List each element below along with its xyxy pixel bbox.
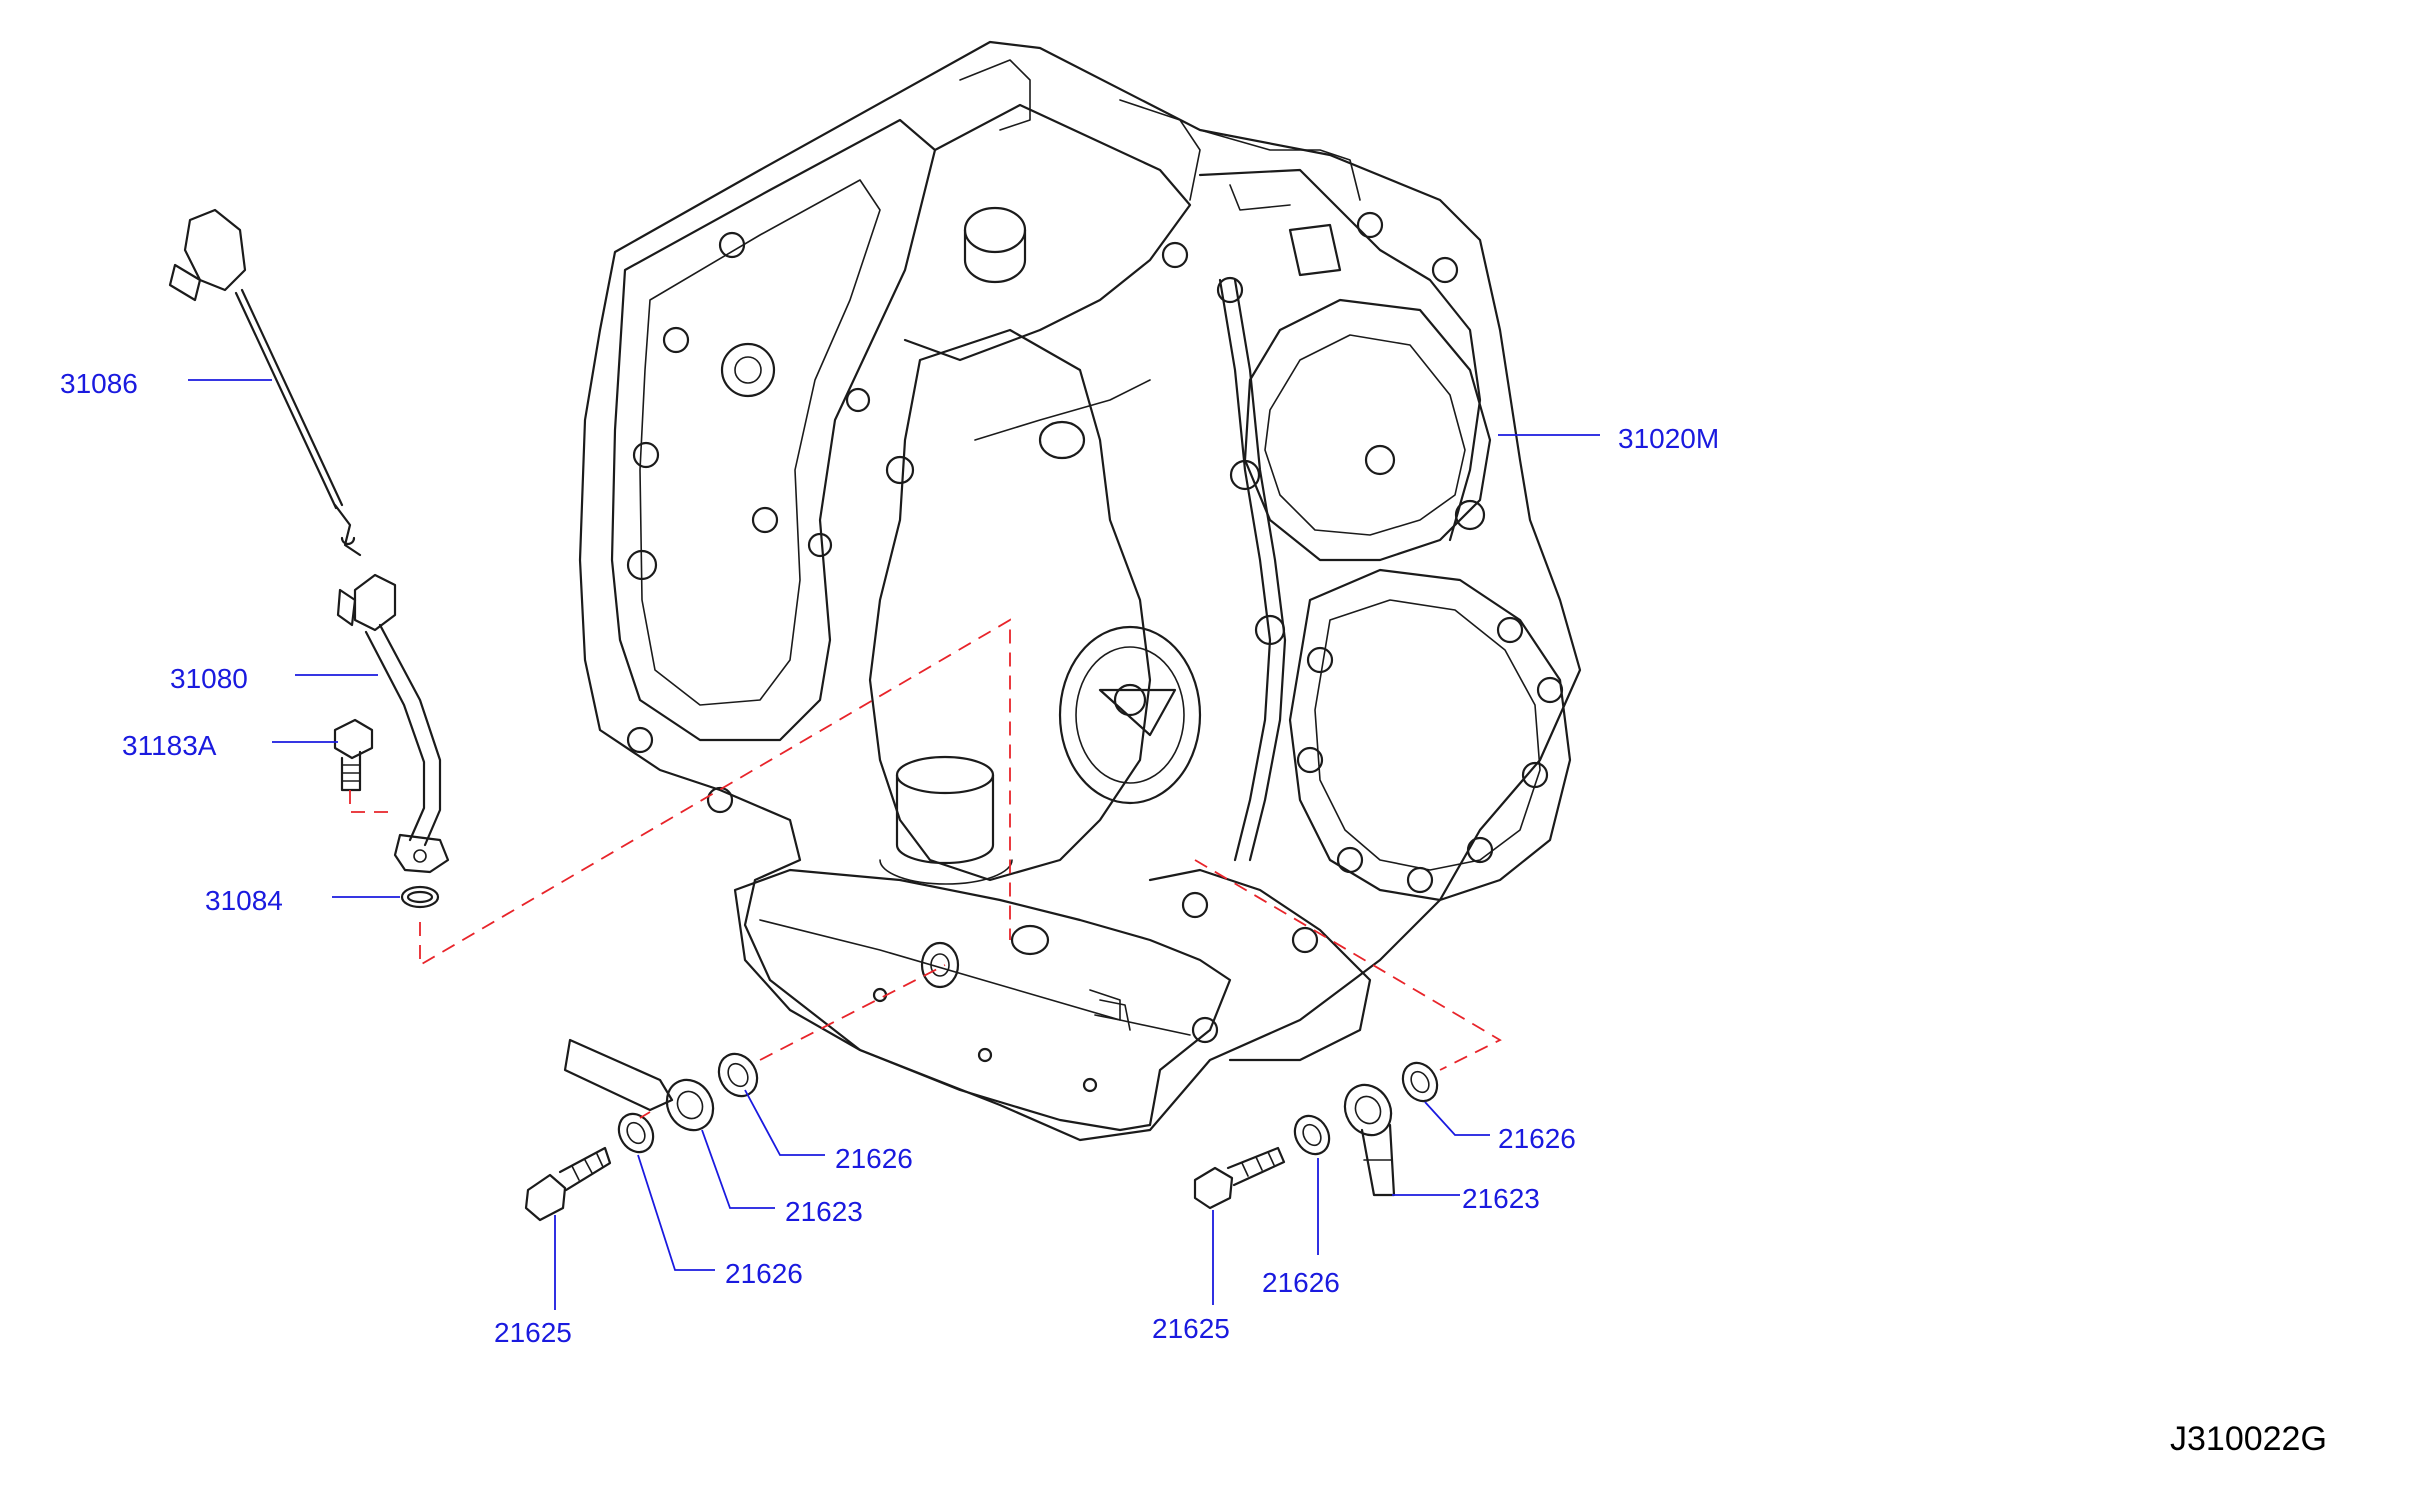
- banjo-bolt-21625-left: [524, 1146, 612, 1222]
- transmission-assembly: [578, 40, 1582, 1142]
- callout-leaders: [188, 379, 1600, 1310]
- callout-31084: 31084: [205, 885, 283, 916]
- callout-21626-a: 21626: [835, 1143, 913, 1174]
- callout-21626-d: 21626: [1262, 1267, 1340, 1298]
- alignment-dashes: [349, 618, 1502, 1119]
- o-ring-31084: [400, 885, 440, 909]
- banjo-fitting-21623-left: [563, 1038, 715, 1132]
- dipstick-31086: [168, 208, 362, 557]
- banjo-bolt-21625-right: [1193, 1146, 1286, 1210]
- drawing-code: J310022G: [2170, 1420, 2327, 1458]
- callout-21623-a: 21623: [785, 1196, 863, 1227]
- banjo-fitting-21623-right: [1343, 1083, 1396, 1197]
- callout-31086: 31086: [60, 368, 138, 399]
- callout-31080: 31080: [170, 663, 248, 694]
- callout-labels: 31086 31020M 31080 31183A 31084 21626 21…: [60, 368, 1719, 1348]
- callout-31183A: 31183A: [122, 730, 217, 761]
- callout-31020M: 31020M: [1618, 423, 1719, 454]
- callout-21626-b: 21626: [725, 1258, 803, 1289]
- washer-21626-left-a: [617, 1112, 655, 1154]
- washer-21626-right-a: [1293, 1114, 1331, 1156]
- callout-21626-c: 21626: [1498, 1123, 1576, 1154]
- washer-21626-right-b: [1401, 1061, 1439, 1103]
- callout-21625-b: 21625: [1152, 1313, 1230, 1344]
- charging-pipe-31080: [336, 573, 450, 874]
- callout-21625-a: 21625: [494, 1317, 572, 1348]
- bolt-31183A: [333, 718, 374, 792]
- washer-21626-left-b: [717, 1052, 759, 1098]
- callout-21623-b: 21623: [1462, 1183, 1540, 1214]
